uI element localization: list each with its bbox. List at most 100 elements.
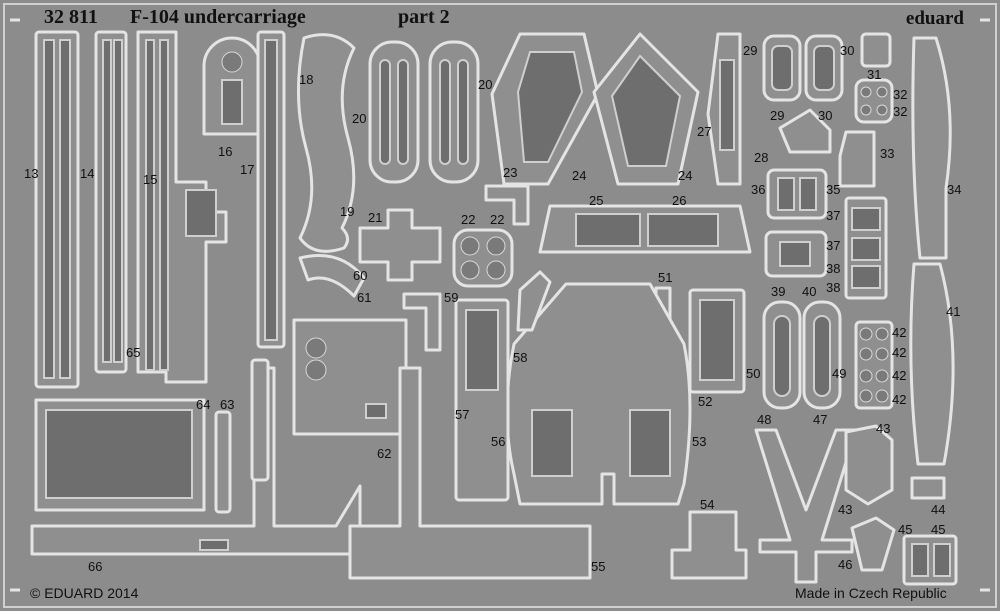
- label-13: 13: [24, 166, 39, 181]
- label-19: 19: [340, 204, 355, 219]
- part-58: [516, 270, 552, 332]
- part-59: [402, 292, 442, 352]
- label-23: 23: [503, 165, 518, 180]
- part-57: [454, 298, 510, 502]
- label-56: 56: [491, 434, 506, 449]
- part-31: [860, 32, 892, 68]
- part-33: [838, 130, 876, 188]
- part-20-left: [368, 40, 420, 184]
- part-49: [802, 300, 842, 410]
- label-25: 25: [589, 193, 604, 208]
- label-44: 44: [931, 502, 946, 517]
- part-32: [854, 78, 894, 124]
- label-34: 34: [947, 182, 962, 197]
- label-48: 48: [757, 412, 772, 427]
- part-13: [34, 30, 80, 389]
- part-16: [202, 36, 262, 136]
- label-46: 46: [838, 557, 853, 572]
- label-32-top: 32: [893, 87, 908, 102]
- part-20-right: [428, 40, 480, 184]
- label-26: 26: [672, 193, 687, 208]
- set-number: 32 811: [44, 6, 98, 28]
- label-45-left: 45: [898, 522, 913, 537]
- part-55: [348, 366, 592, 580]
- label-30-top: 30: [840, 43, 855, 58]
- label-21: 21: [368, 210, 383, 225]
- label-37-top: 37: [826, 208, 841, 223]
- label-40: 40: [802, 284, 817, 299]
- label-20-left: 20: [352, 111, 367, 126]
- label-18: 18: [299, 72, 314, 87]
- part-54: [670, 510, 748, 580]
- part-65: [250, 358, 270, 482]
- part-43: [844, 424, 894, 506]
- label-27: 27: [697, 124, 712, 139]
- label-35: 35: [826, 182, 841, 197]
- part-22: [452, 228, 514, 288]
- label-22-right: 22: [490, 212, 505, 227]
- label-32-bottom: 32: [893, 104, 908, 119]
- label-29-bottom: 29: [770, 108, 785, 123]
- part-62: [292, 318, 408, 436]
- label-42-b: 42: [892, 345, 907, 360]
- label-17: 17: [240, 162, 255, 177]
- part-64: [34, 398, 206, 512]
- part-37-38: [844, 196, 888, 300]
- part-52-53: [688, 288, 746, 394]
- label-20-right: 20: [478, 77, 493, 92]
- label-43-bottom: 43: [838, 502, 853, 517]
- label-60: 60: [353, 268, 368, 283]
- part-24-right: [592, 32, 700, 186]
- label-16: 16: [218, 144, 233, 159]
- label-31: 31: [867, 67, 882, 82]
- part-45: [902, 534, 958, 586]
- part-21: [358, 208, 442, 282]
- part-63: [214, 410, 232, 514]
- label-65: 65: [126, 345, 141, 360]
- part-47-48: [754, 428, 858, 584]
- label-24-left: 24: [572, 168, 587, 183]
- part-39-40: [764, 230, 828, 278]
- part-24-left: [490, 32, 600, 186]
- label-59: 59: [444, 290, 459, 305]
- label-50: 50: [746, 366, 761, 381]
- label-15: 15: [143, 172, 158, 187]
- label-42-d: 42: [892, 392, 907, 407]
- label-38-bottom: 38: [826, 280, 841, 295]
- label-42-a: 42: [892, 325, 907, 340]
- label-54: 54: [700, 497, 715, 512]
- part-25-26: [538, 204, 752, 254]
- part-27-28: [706, 32, 742, 186]
- part-46: [850, 516, 896, 572]
- part-23: [484, 184, 530, 226]
- part-17: [256, 30, 286, 349]
- part-44: [910, 476, 946, 500]
- label-51: 51: [658, 270, 673, 285]
- label-28: 28: [754, 150, 769, 165]
- label-49: 49: [832, 366, 847, 381]
- label-45-right: 45: [931, 522, 946, 537]
- label-41: 41: [946, 304, 961, 319]
- label-62: 62: [377, 446, 392, 461]
- label-37-bottom: 37: [826, 238, 841, 253]
- label-29-top: 29: [743, 43, 758, 58]
- sheet-part: part 2: [398, 6, 450, 28]
- label-47: 47: [813, 412, 828, 427]
- part-50: [762, 300, 802, 410]
- label-24-right: 24: [678, 168, 693, 183]
- origin-text: Made in Czech Republic: [795, 585, 947, 601]
- part-60-61: [298, 254, 366, 298]
- label-52: 52: [698, 394, 713, 409]
- part-15: [136, 30, 228, 384]
- part-29: [762, 34, 802, 102]
- label-66: 66: [88, 559, 103, 574]
- part-41: [909, 262, 955, 466]
- part-28-bracket: [778, 108, 832, 154]
- sheet-title: F-104 undercarriage: [130, 6, 306, 28]
- label-39: 39: [771, 284, 786, 299]
- label-64: 64: [196, 397, 211, 412]
- sprue-gates: [10, 18, 990, 592]
- part-42: [854, 320, 894, 410]
